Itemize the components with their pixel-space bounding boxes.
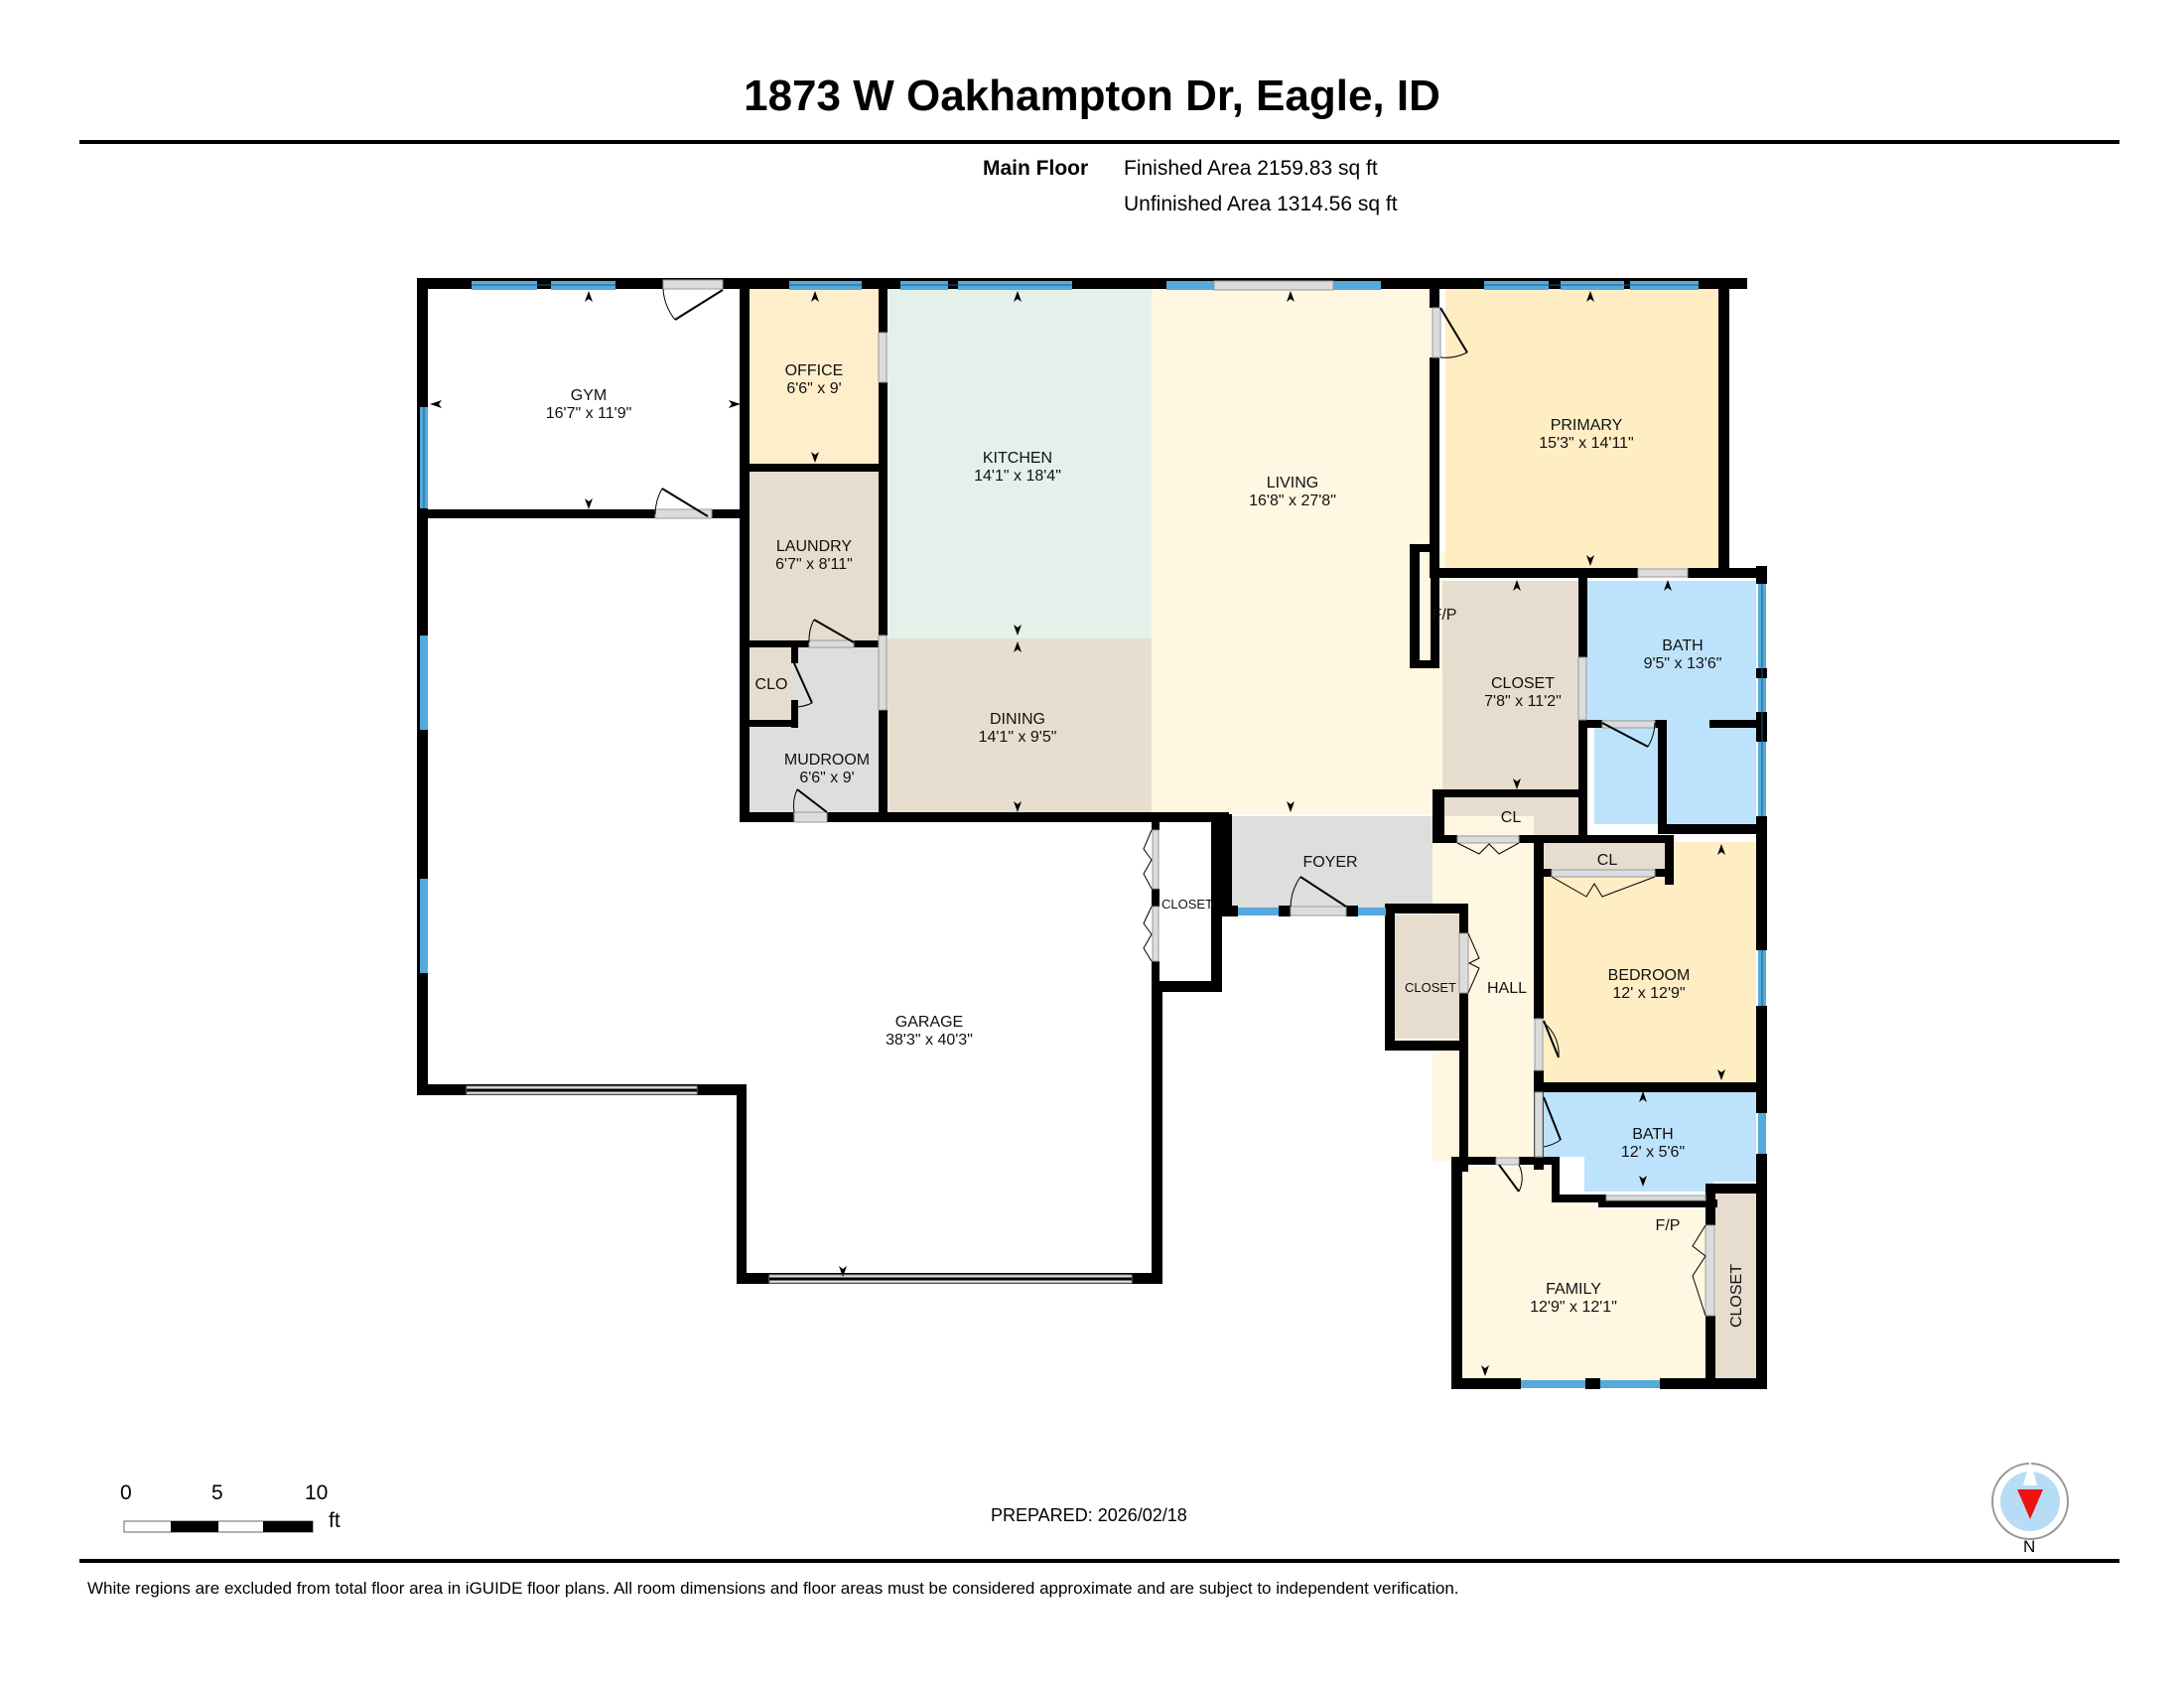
mudroom-label: MUDROOM	[784, 752, 870, 769]
unfinished-area: Unfinished Area 1314.56 sq ft	[1124, 193, 1398, 215]
office-dims: 6'6" x 9'	[786, 380, 841, 397]
gym-dims: 16'7" x 11'9"	[546, 405, 632, 422]
primary-label: PRIMARY	[1551, 417, 1623, 434]
garage-closet-label: CLOSET	[1161, 897, 1213, 912]
header-divider	[79, 140, 2119, 144]
window	[1358, 908, 1386, 915]
bath2-dims: 12' x 5'6"	[1621, 1144, 1685, 1161]
primary-fill	[1445, 289, 1728, 572]
clo-label: CLO	[755, 676, 788, 693]
primary-closet-fill	[1442, 581, 1578, 791]
bedroom-fill	[1542, 842, 1756, 1082]
primary-bath-dims: 9'5" x 13'6"	[1644, 655, 1722, 672]
bath2-fill	[1542, 1089, 1756, 1192]
bifold-doors	[1143, 829, 1706, 1317]
compass-north-label: N	[2023, 1537, 2036, 1556]
cl-hall-label: CL	[1501, 809, 1522, 826]
primary-dims: 15'3" x 14'11"	[1539, 435, 1633, 452]
room-fills	[750, 289, 1756, 1380]
bedroom-label: BEDROOM	[1608, 967, 1691, 984]
garage-door-lines	[467, 1088, 1132, 1281]
mudroom-fill	[750, 645, 879, 814]
hall-closet-fill	[1392, 914, 1464, 1039]
floor-label: Main Floor	[983, 157, 1089, 180]
garage-label: GARAGE	[895, 1014, 963, 1031]
dining-dims: 14'1" x 9'5"	[979, 729, 1057, 746]
family-dims: 12'9" x 12'1"	[1530, 1299, 1617, 1316]
bath2-label: BATH	[1632, 1126, 1673, 1143]
laundry-fill	[750, 472, 879, 640]
scale-unit: ft	[329, 1509, 341, 1532]
window	[1238, 908, 1279, 915]
window	[1333, 281, 1381, 290]
primary-bath-label: BATH	[1662, 637, 1703, 654]
scale-bar	[123, 1520, 314, 1533]
dimension-arrows	[430, 291, 1725, 1376]
garage-dims: 38'3" x 40'3"	[886, 1032, 973, 1049]
family-label: FAMILY	[1546, 1281, 1601, 1298]
family-fill	[1461, 1167, 1707, 1380]
hall-label: HALL	[1487, 980, 1527, 997]
office-label: OFFICE	[785, 362, 844, 379]
window	[1600, 1380, 1660, 1388]
fp-living-label: F/P	[1433, 607, 1457, 624]
compass-icon	[1991, 1460, 2069, 1540]
laundry-dims: 6'7" x 8'11"	[775, 556, 853, 573]
hall-closet-label: CLOSET	[1405, 980, 1456, 995]
clo-fill	[750, 645, 791, 721]
kitchen-label: KITCHEN	[983, 450, 1052, 467]
footer-disclaimer: White regions are excluded from total fl…	[87, 1579, 1459, 1598]
room-labels: GYM 16'7" x 11'9" OFFICE 6'6" x 9' KITCH…	[546, 362, 1745, 1328]
window	[1166, 281, 1214, 290]
window	[420, 879, 428, 973]
bedroom-dims: 12' x 12'9"	[1612, 985, 1685, 1002]
footer-divider	[79, 1559, 2119, 1563]
kitchen-fill	[886, 289, 1152, 638]
living-label: LIVING	[1267, 475, 1318, 492]
primary-closet-label: CLOSET	[1491, 675, 1555, 692]
mudroom-dims: 6'6" x 9'	[799, 770, 854, 786]
walls	[417, 278, 1767, 1389]
window	[420, 635, 428, 730]
laundry-label: LAUNDRY	[776, 538, 853, 555]
family-closet-label: CLOSET	[1728, 1264, 1745, 1328]
scale-label-0: 0	[120, 1481, 132, 1504]
foyer-label: FOYER	[1302, 854, 1357, 871]
scale-label-10: 10	[305, 1481, 329, 1504]
prepared-date: PREPARED: 2026/02/18	[991, 1505, 1187, 1525]
dining-label: DINING	[990, 711, 1045, 728]
living-dims: 16'8" x 27'8"	[1249, 492, 1336, 509]
door-swings	[654, 288, 1656, 1193]
cl-bedroom-label: CL	[1597, 852, 1618, 869]
family-closet-fill	[1715, 1192, 1756, 1380]
primary-bath-fill	[1586, 581, 1756, 824]
finished-area: Finished Area 2159.83 sq ft	[1124, 157, 1378, 180]
kitchen-dims: 14'1" x 18'4"	[974, 468, 1061, 485]
gym-label: GYM	[571, 387, 607, 404]
primary-closet-dims: 7'8" x 11'2"	[1484, 693, 1562, 710]
window	[1758, 1113, 1766, 1154]
window	[1521, 1380, 1585, 1388]
foyer-fill	[1229, 816, 1433, 909]
scale-label-5: 5	[211, 1481, 223, 1504]
page-title: 1873 W Oakhampton Dr, Eagle, ID	[744, 71, 1440, 120]
living-fill	[1152, 289, 1433, 814]
office-fill	[750, 289, 879, 466]
fp-family-label: F/P	[1656, 1217, 1681, 1234]
window-lines	[423, 284, 1763, 1006]
dining-fill	[886, 638, 1152, 814]
